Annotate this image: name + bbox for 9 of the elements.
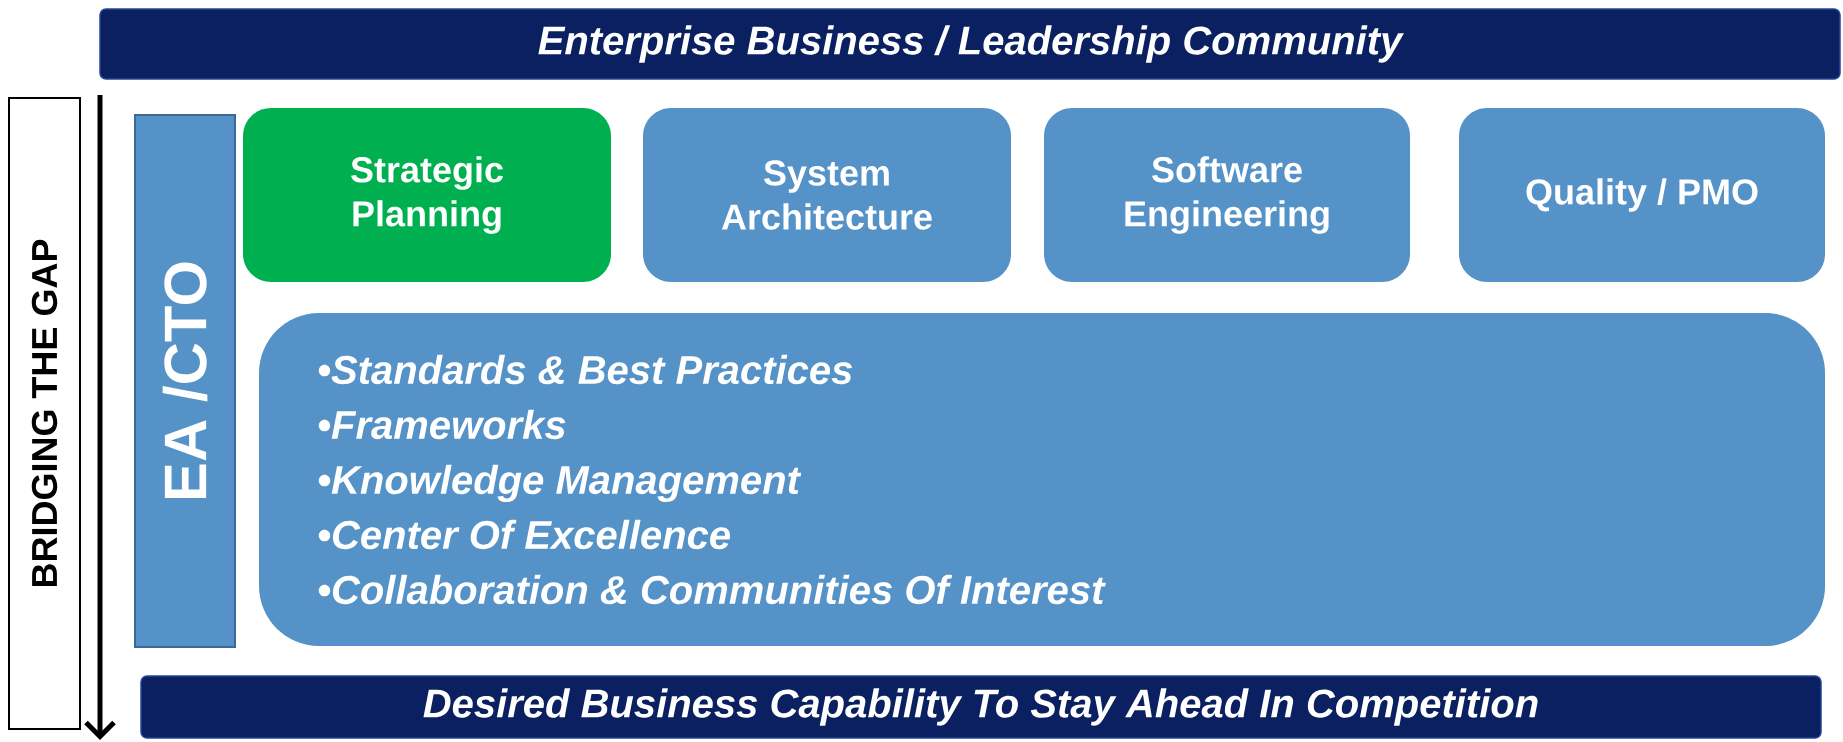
process-box: Strategic Planning: [243, 108, 611, 282]
process-box: Software Engineering: [1044, 108, 1410, 282]
side-label-box: BRIDGING THE GAP: [8, 97, 81, 730]
banner: Enterprise Business / Leadership Community: [99, 8, 1841, 80]
process-box: Quality / PMO: [1459, 108, 1826, 282]
list-box: •Standards & Best Practices •Frameworks •Knowledge Management •Center Of Excellence •Collaboration & Communities Of Interest: [259, 313, 1826, 646]
pillar-box: EA /CTO: [134, 114, 236, 648]
banner: Desired Business Capability To Stay Ahead In Competition: [140, 675, 1822, 739]
process-box: System Architecture: [643, 108, 1011, 282]
